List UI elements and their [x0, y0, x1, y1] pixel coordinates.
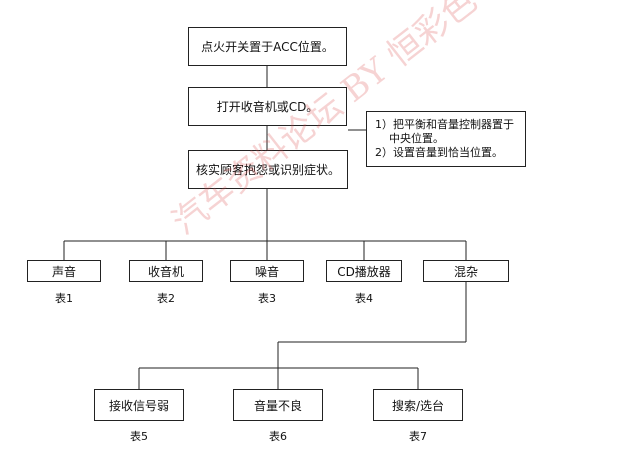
table-ref-4: 表4: [355, 292, 373, 305]
symptom-sound: 声音: [27, 260, 101, 282]
table-ref-1: 表1: [55, 292, 73, 305]
step-ignition-acc: 点火开关置于ACC位置。: [188, 27, 347, 66]
note-line-3: 2）设置音量到恰当位置。: [375, 146, 503, 159]
symptom-mixed: 混杂: [423, 260, 509, 282]
table-ref-2: 表2: [157, 292, 175, 305]
subsymptom-poor-volume: 音量不良: [233, 389, 323, 421]
symptom-noise: 噪音: [230, 260, 304, 282]
step-turn-on-radio: 打开收音机或CD。: [188, 87, 347, 126]
note-box: 1）把平衡和音量控制器置于 中央位置。 2）设置音量到恰当位置。: [366, 111, 526, 167]
note-line-1: 1）把平衡和音量控制器置于: [375, 118, 514, 131]
table-ref-7: 表7: [409, 430, 427, 443]
subsymptom-weak-reception: 接收信号弱: [94, 389, 184, 421]
note-line-2: 中央位置。: [389, 132, 444, 145]
table-ref-3: 表3: [258, 292, 276, 305]
symptom-radio: 收音机: [129, 260, 203, 282]
step-verify-symptom: 核实顾客抱怨或识别症状。: [188, 150, 348, 189]
table-ref-6: 表6: [269, 430, 287, 443]
subsymptom-search-select: 搜索/选台: [373, 389, 463, 421]
symptom-cd-player: CD播放器: [326, 260, 402, 282]
table-ref-5: 表5: [130, 430, 148, 443]
